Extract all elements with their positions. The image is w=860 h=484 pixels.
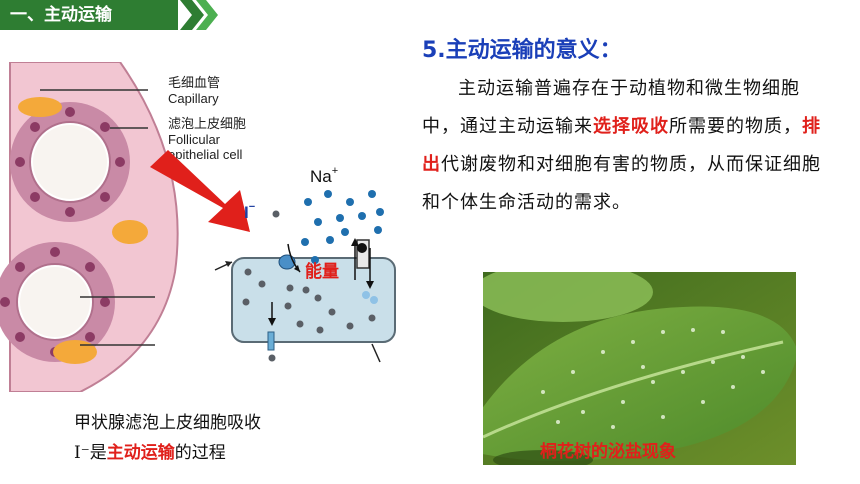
- caption-line-2: I⁻是主动运输的过程: [74, 438, 261, 468]
- label-epithelial-cn: 滤泡上皮细胞: [168, 116, 246, 131]
- chevron-right-icon: [180, 0, 218, 30]
- caption-line-1: 甲状腺滤泡上皮细胞吸收: [74, 413, 261, 433]
- section-header: 一、主动运输: [0, 0, 178, 30]
- caption-prefix: I⁻是: [74, 443, 107, 463]
- iodide-label: I−: [244, 201, 255, 222]
- caption-highlight: 主动运输: [106, 443, 175, 463]
- diagram-caption: 甲状腺滤泡上皮细胞吸收 I⁻是主动运输的过程: [74, 408, 261, 468]
- na-superscript: +: [332, 165, 338, 177]
- para-text-1: 主动运输普遍存在于动植物和微生物细胞中，通过主动运输来: [422, 78, 800, 137]
- label-epithelial-en2: epithelial cell: [168, 147, 243, 162]
- label-capillary-en: Capillary: [168, 91, 219, 106]
- na-label: Na+: [310, 165, 338, 186]
- leaf-photo: [483, 272, 796, 465]
- photo-caption: 桐花树的泌盐现象: [540, 442, 676, 462]
- caption-suffix: 的过程: [174, 443, 226, 463]
- body-paragraph: 主动运输普遍存在于动植物和微生物细胞中，通过主动运输来选择吸收所需要的物质，排出…: [422, 70, 834, 222]
- highlight-excrete: 排出: [422, 116, 821, 175]
- page-title: 5.主动运输的意义：: [422, 38, 622, 63]
- label-capillary-cn: 毛细血管: [168, 75, 220, 90]
- iodide-text: I: [244, 203, 249, 222]
- section-label: 一、主动运输: [10, 5, 112, 25]
- para-text-3: 代谢废物和对细胞有害的物质，从而保证细胞和个体生命活动的需求。: [422, 154, 821, 213]
- iodide-superscript: −: [249, 201, 255, 213]
- red-arrow-icon: [150, 150, 250, 232]
- na-text: Na: [310, 167, 332, 186]
- energy-label: 能量: [305, 261, 339, 281]
- thyroid-follicle-diagram: 毛细血管 Capillary 滤泡上皮细胞 Follicular epithel…: [0, 62, 396, 392]
- para-text-2: 所需要的物质，: [669, 116, 802, 137]
- label-epithelial-en1: Follicular: [168, 132, 221, 147]
- highlight-selective-absorb: 选择吸收: [593, 116, 669, 137]
